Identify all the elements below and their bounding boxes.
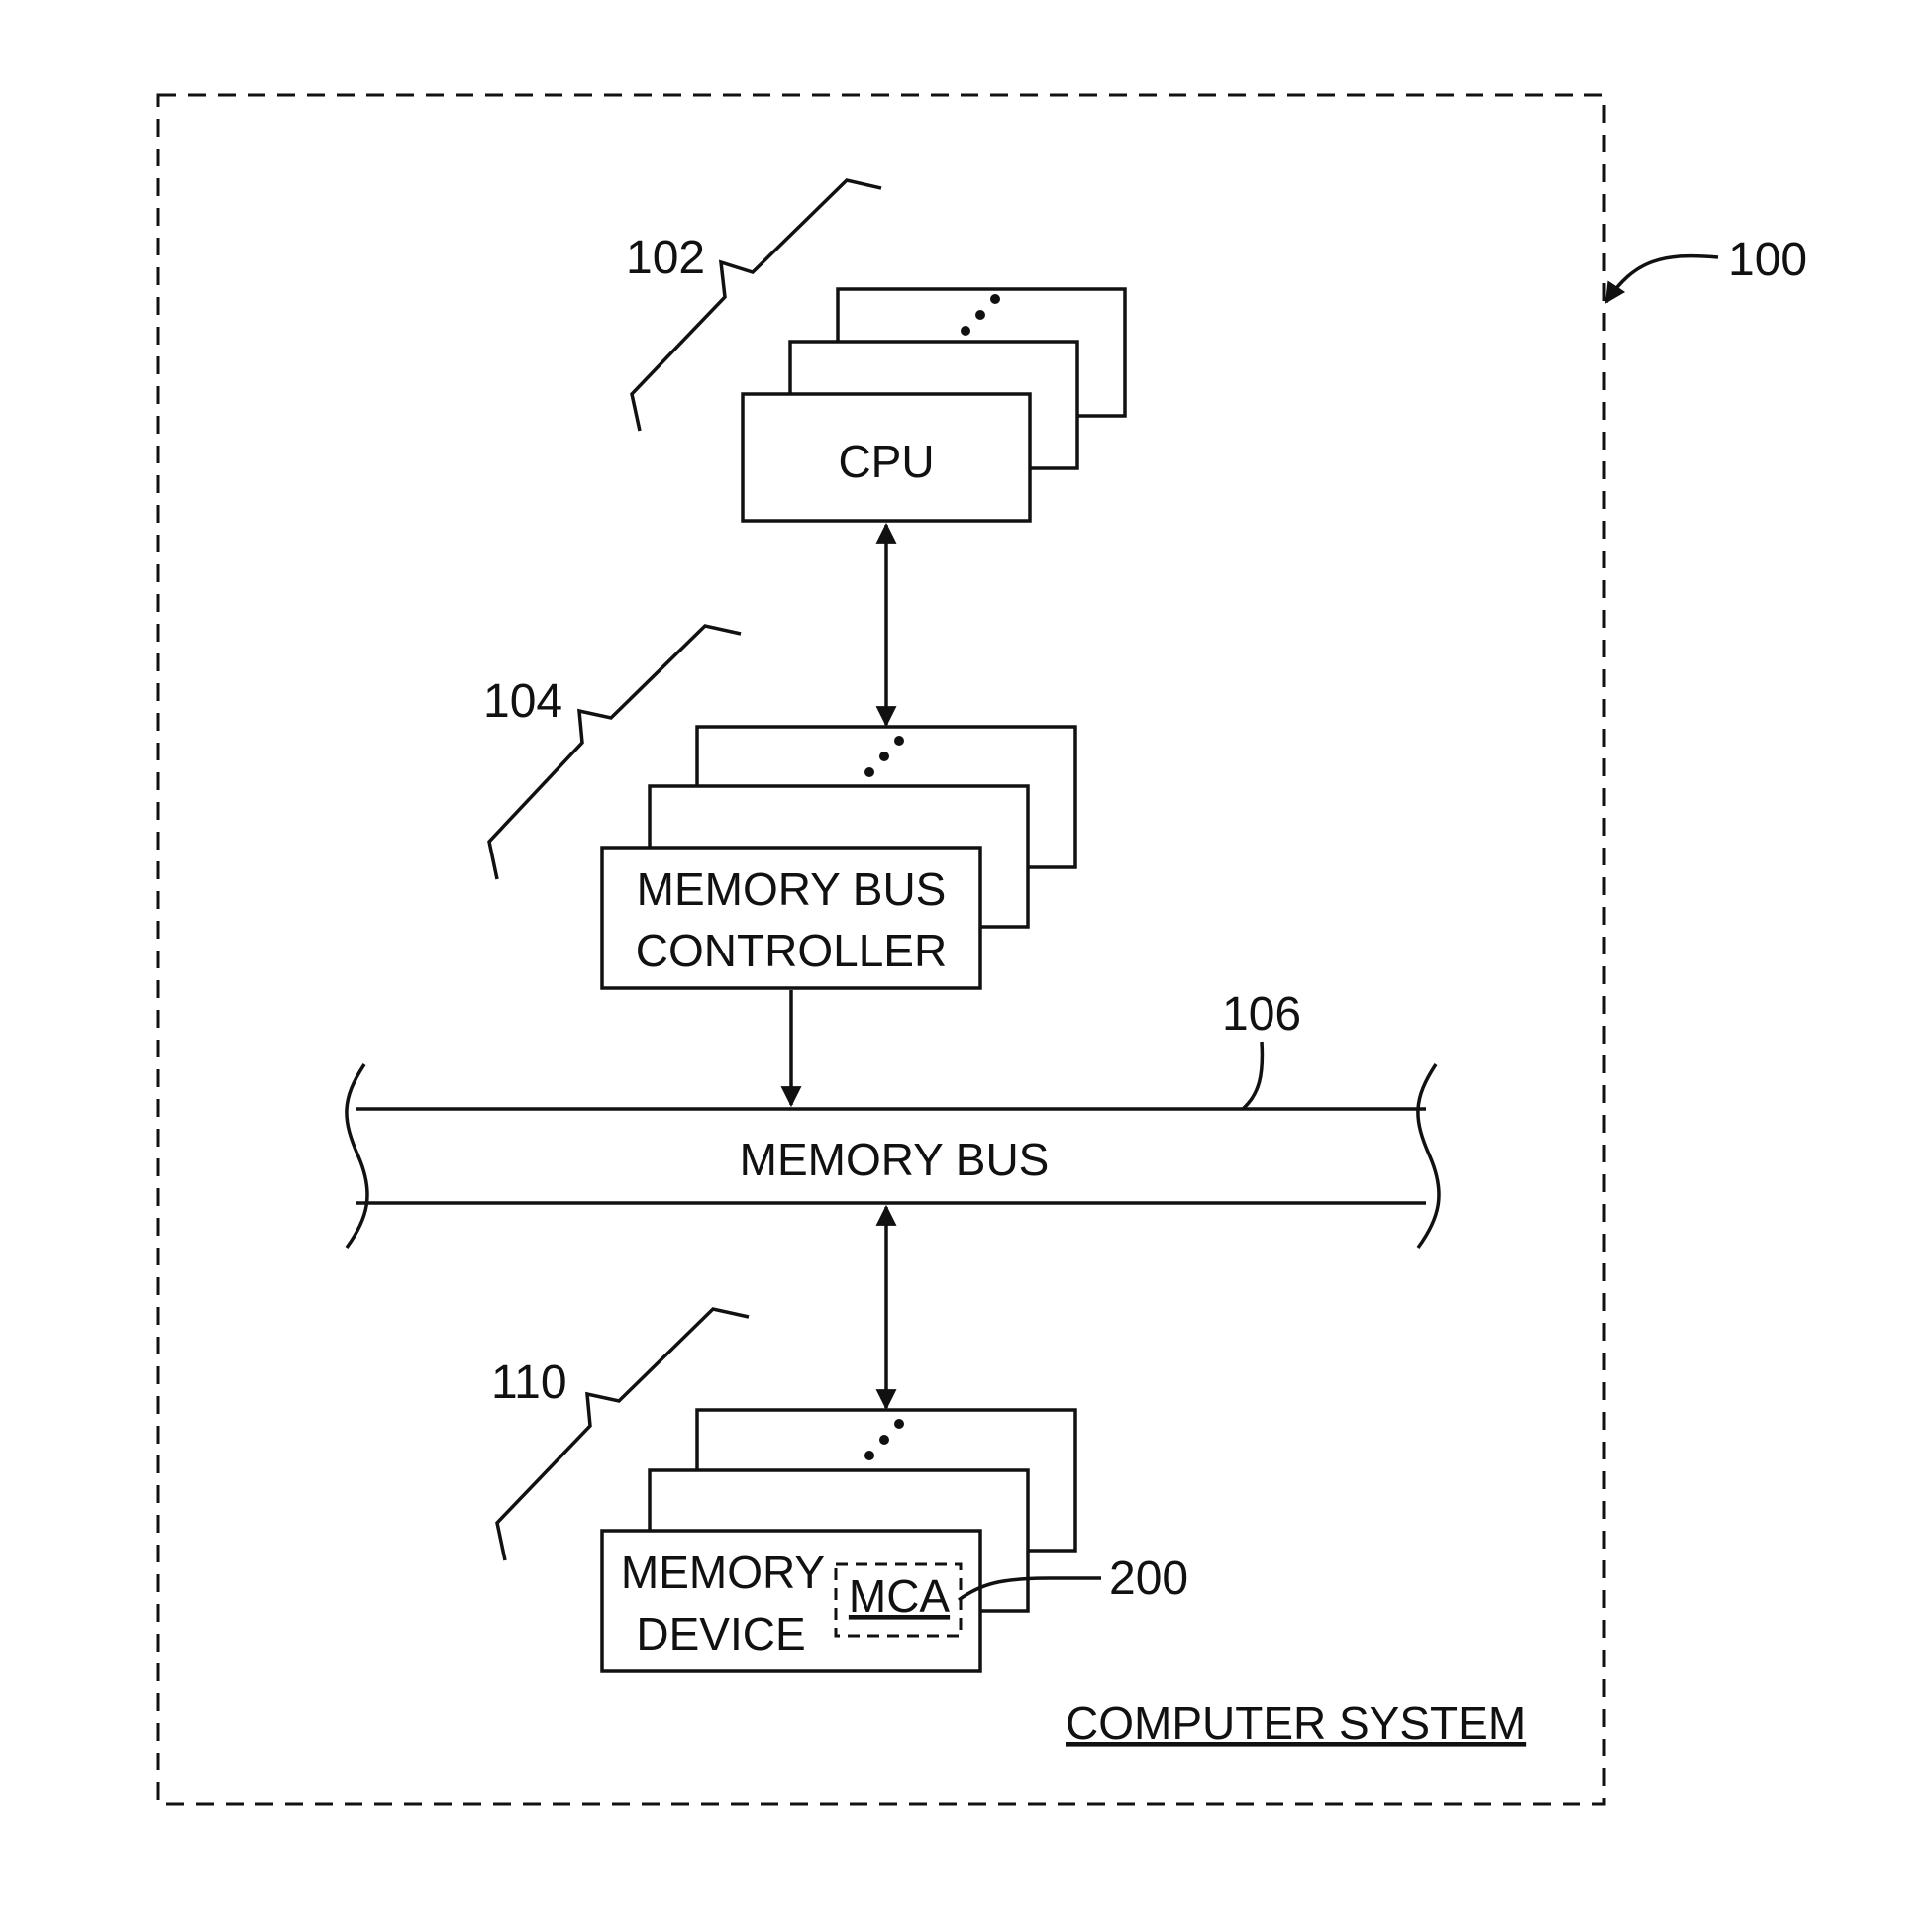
system-label: COMPUTER SYSTEM — [1066, 1697, 1526, 1749]
bus-right-break — [1418, 1064, 1439, 1248]
ref-200: 200 — [1109, 1553, 1188, 1605]
cpu-label: CPU — [838, 436, 934, 487]
controller-stack: MEMORY BUS CONTROLLER — [602, 727, 1075, 988]
controller-label-line1: MEMORY BUS — [637, 863, 947, 915]
controller-label-line2: CONTROLLER — [636, 925, 947, 976]
bus-label: MEMORY BUS — [740, 1134, 1050, 1185]
ellipsis-dot — [961, 326, 970, 336]
ellipsis-dot — [879, 1435, 889, 1445]
ref-106-leader — [1243, 1042, 1262, 1109]
memory-bus: MEMORY BUS — [347, 1064, 1439, 1248]
ellipsis-dot — [864, 1451, 874, 1460]
ref-102: 102 — [626, 232, 705, 284]
ellipsis-dot — [990, 294, 1000, 304]
ellipsis-dot — [879, 752, 889, 761]
ellipsis-dot — [894, 736, 904, 746]
ref-106: 106 — [1222, 988, 1301, 1041]
bus-left-break — [347, 1064, 367, 1248]
ref-104: 104 — [483, 675, 562, 728]
ref-100: 100 — [1728, 234, 1807, 286]
device-label-line2: DEVICE — [636, 1608, 805, 1659]
ellipsis-dot — [975, 310, 985, 320]
ellipsis-dot — [864, 767, 874, 777]
ref-110: 110 — [491, 1356, 567, 1409]
ref-100-leader — [1606, 256, 1718, 302]
cpu-stack: CPU — [743, 289, 1125, 521]
device-label-line1: MEMORY — [621, 1547, 825, 1598]
device-stack: MEMORY DEVICE MCA — [602, 1410, 1075, 1671]
ellipsis-dot — [894, 1419, 904, 1429]
mca-label: MCA — [849, 1570, 951, 1622]
